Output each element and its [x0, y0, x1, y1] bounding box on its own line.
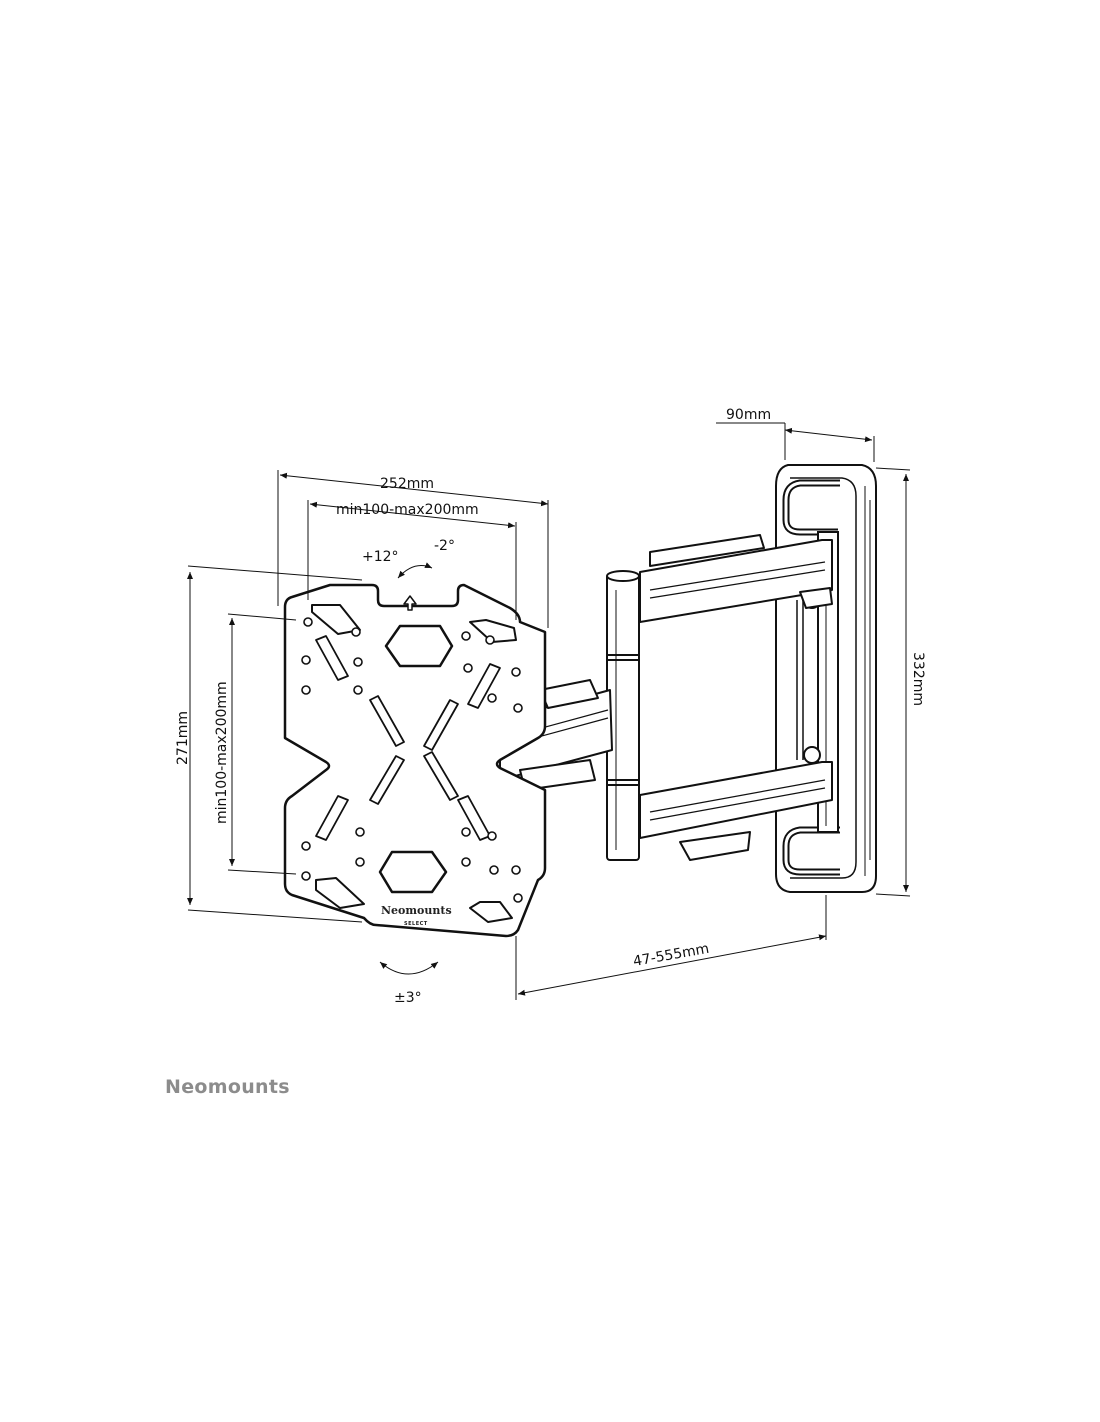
footer-brand-logo: Neomounts [165, 1076, 290, 1098]
dimension-lines [187, 422, 911, 1000]
dim-rotation: ±3° [394, 990, 422, 1006]
dim-vesa-vertical: min100-max200mm [214, 681, 230, 824]
dim-tilt-down: -2° [434, 538, 455, 554]
vesa-plate: Neomounts SELECT [283, 583, 547, 938]
dimension-labels: 90mm 252mm min100-max200mm +12° -2° 271m… [175, 407, 926, 1006]
dim-tilt-up: +12° [362, 549, 399, 565]
dim-mount-height: 332mm [910, 652, 926, 706]
dim-wall-plate-depth: 90mm [726, 407, 771, 423]
dim-vesa-horizontal: min100-max200mm [336, 502, 479, 518]
outer-arm-top [639, 534, 833, 623]
plate-logo-sub: SELECT [404, 921, 428, 927]
dim-plate-height: 271mm [175, 711, 191, 765]
plate-logo-brand: Neomounts [381, 904, 452, 917]
dim-plate-width: 252mm [380, 476, 434, 492]
center-pivot [606, 570, 640, 861]
